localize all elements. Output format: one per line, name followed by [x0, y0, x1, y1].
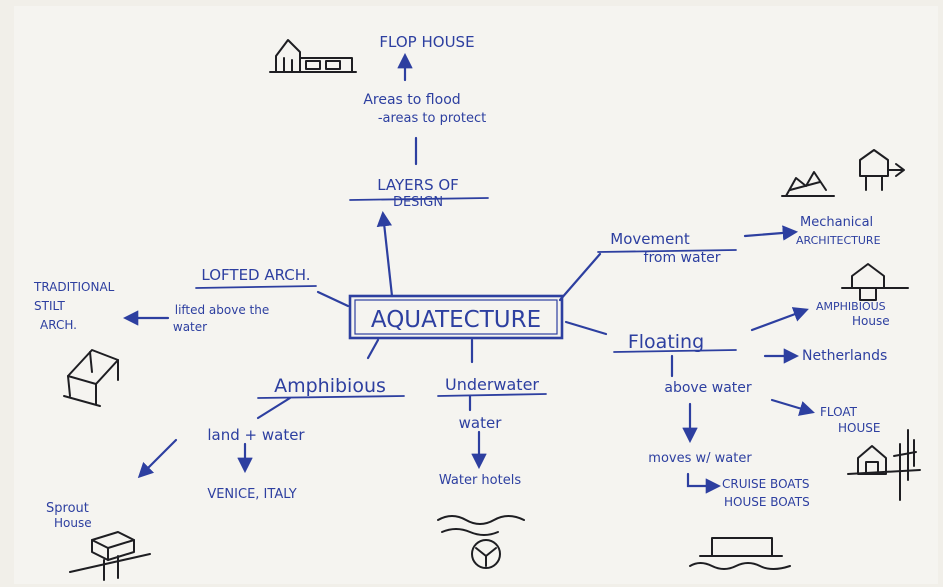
areas-note-line1: Areas to flood: [363, 92, 460, 108]
underline-movement: [597, 249, 737, 253]
movement-line2: from water: [644, 250, 721, 266]
amphibious-house-sketch: [841, 263, 909, 301]
underwater-heading: Underwater: [445, 375, 539, 394]
underline-floating: [613, 349, 737, 353]
mechanical-sketch: [781, 149, 905, 197]
houseboat-sketch: [689, 537, 791, 570]
mechanical-line1: Mechanical: [800, 215, 873, 230]
cruise-boats-label: CRUISE BOATS: [722, 477, 810, 491]
labels: AQUATECTURE LAYERS OF DESIGN Areas to fl…: [33, 33, 890, 530]
sketches: [63, 39, 921, 581]
float-house-line1: FLOAT: [820, 405, 858, 419]
float-house-sketch: [847, 429, 921, 501]
mechanical-line2: ARCHITECTURE: [796, 234, 881, 247]
above-water-note: above water: [664, 380, 752, 396]
connector-center-to-lofted: [316, 290, 350, 308]
connector-amphibious-to-land: [256, 396, 292, 420]
traditional-line1: TRADITIONAL: [33, 280, 115, 294]
sprout-line2: House: [54, 516, 92, 530]
center-label: AQUATECTURE: [371, 307, 541, 333]
underlines: [195, 197, 737, 399]
lofted-heading: LOFTED ARCH.: [201, 266, 310, 284]
amphibious-house-line1: AMPHIBIOUS: [816, 300, 886, 313]
traditional-line3: ARCH.: [40, 318, 77, 332]
netherlands-label: Netherlands: [802, 348, 887, 364]
arrow-to-sprout-house: [137, 438, 178, 479]
layers-heading-line2: DESIGN: [393, 195, 443, 210]
land-water-note: land + water: [207, 426, 305, 444]
arrow-to-cruise-boats: [686, 472, 722, 494]
amphibious-heading: Amphibious: [274, 375, 386, 397]
center-box-inner: [354, 299, 558, 335]
connector-lines: [122, 52, 815, 494]
arrow-to-amphibious-house: [750, 307, 809, 332]
connector-center-to-floating: [564, 320, 608, 336]
float-house-line2: HOUSE: [838, 421, 880, 435]
water-note: water: [459, 414, 503, 432]
sprout-house-sketch: [69, 531, 151, 581]
underwater-sketch: [437, 515, 525, 569]
lofted-note-line2: water: [173, 320, 207, 334]
venice-label: VENICE, ITALY: [207, 487, 296, 502]
underline-layers: [349, 197, 489, 201]
stilt-house-sketch: [63, 349, 119, 407]
underline-underwater: [437, 393, 547, 397]
arrow-to-float-house: [770, 398, 815, 416]
flop-house-sketch: [269, 39, 357, 73]
arrow-to-mechanical: [743, 225, 799, 241]
house-boats-label: HOUSE BOATS: [724, 495, 810, 509]
floating-heading: Floating: [628, 331, 704, 353]
center-box: [348, 294, 564, 340]
water-hotels-label: Water hotels: [439, 473, 521, 488]
lofted-note-line1: lifted above the: [175, 303, 270, 317]
movement-line1: Movement: [610, 230, 690, 248]
sprout-line1: Sprout: [46, 501, 89, 516]
connector-center-to-layers: [376, 210, 394, 298]
flop-house-label: FLOP HOUSE: [379, 33, 474, 51]
traditional-line2: STILT: [34, 299, 66, 313]
layers-heading-line1: LAYERS OF: [377, 176, 459, 194]
amphibious-house-line2: House: [852, 314, 890, 328]
connector-center-to-amphibious: [366, 338, 380, 360]
areas-note-line2: -areas to protect: [378, 111, 486, 126]
underline-lofted: [195, 285, 317, 289]
connector-center-to-movement: [558, 252, 602, 302]
moves-note: moves w/ water: [648, 451, 752, 466]
underline-amphibious: [257, 395, 405, 399]
